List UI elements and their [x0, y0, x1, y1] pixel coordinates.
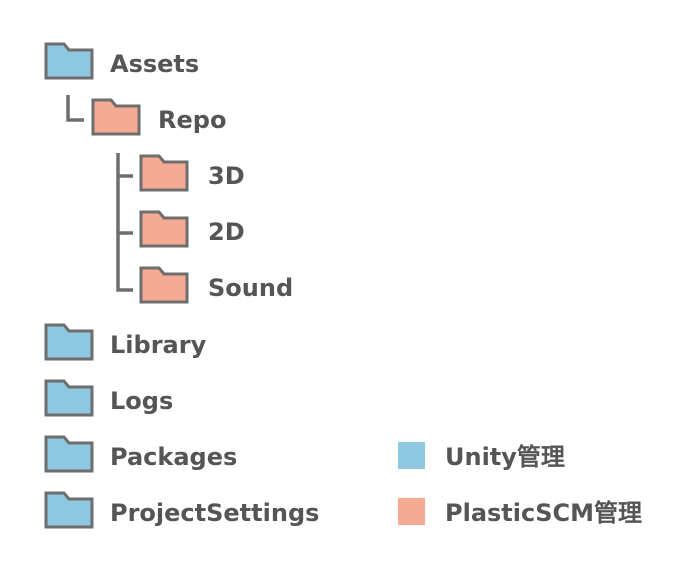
legend-swatch-plastic [398, 498, 425, 525]
folder-icon [44, 379, 94, 417]
folder-label-logs: Logs [110, 387, 173, 415]
folder-shape [44, 379, 94, 417]
folder-label-sound: Sound [208, 274, 293, 302]
folder-label-packages: Packages [110, 443, 237, 471]
folder-label-project-settings: ProjectSettings [110, 499, 319, 527]
folder-shape [44, 435, 94, 473]
folder-row-sound[interactable]: Sound [139, 266, 293, 304]
folder-shape [44, 491, 94, 529]
folder-shape [139, 154, 189, 192]
folder-icon [91, 98, 141, 136]
folder-icon [44, 491, 94, 529]
folder-icon [44, 323, 94, 361]
folder-label-3d: 3D [208, 162, 245, 190]
folder-shape [44, 42, 94, 80]
folder-icon [44, 435, 94, 473]
folder-row-library[interactable]: Library [44, 323, 207, 361]
folder-row-logs[interactable]: Logs [44, 379, 173, 417]
folder-label-2d: 2D [208, 218, 245, 246]
connector-repo-children [116, 153, 133, 292]
legend-item-plastic: PlasticSCM管理 [398, 498, 642, 527]
folder-row-packages[interactable]: Packages [44, 435, 237, 473]
folder-shape [44, 323, 94, 361]
folder-shape [139, 266, 189, 304]
folder-label-library: Library [110, 331, 207, 359]
connector-assets-repo [66, 95, 84, 122]
legend-label-plastic: PlasticSCM管理 [445, 499, 642, 527]
folder-row-2d[interactable]: 2D [139, 210, 245, 248]
folder-label-repo: Repo [158, 106, 226, 134]
folder-icon [139, 210, 189, 248]
legend-label-unity: Unity管理 [445, 443, 565, 471]
folder-icon [139, 154, 189, 192]
legend-item-unity: Unity管理 [398, 442, 565, 471]
folder-row-3d[interactable]: 3D [139, 154, 245, 192]
folder-shape [91, 98, 141, 136]
legend-swatch-unity [398, 442, 425, 469]
folder-label-assets: Assets [110, 50, 199, 78]
folder-row-assets[interactable]: Assets [44, 42, 199, 80]
folder-icon [44, 42, 94, 80]
folder-icon [139, 266, 189, 304]
folder-row-project-settings[interactable]: ProjectSettings [44, 491, 319, 529]
folder-row-repo[interactable]: Repo [91, 98, 226, 136]
folder-shape [139, 210, 189, 248]
legend: Unity管理 PlasticSCM管理 [398, 442, 642, 527]
